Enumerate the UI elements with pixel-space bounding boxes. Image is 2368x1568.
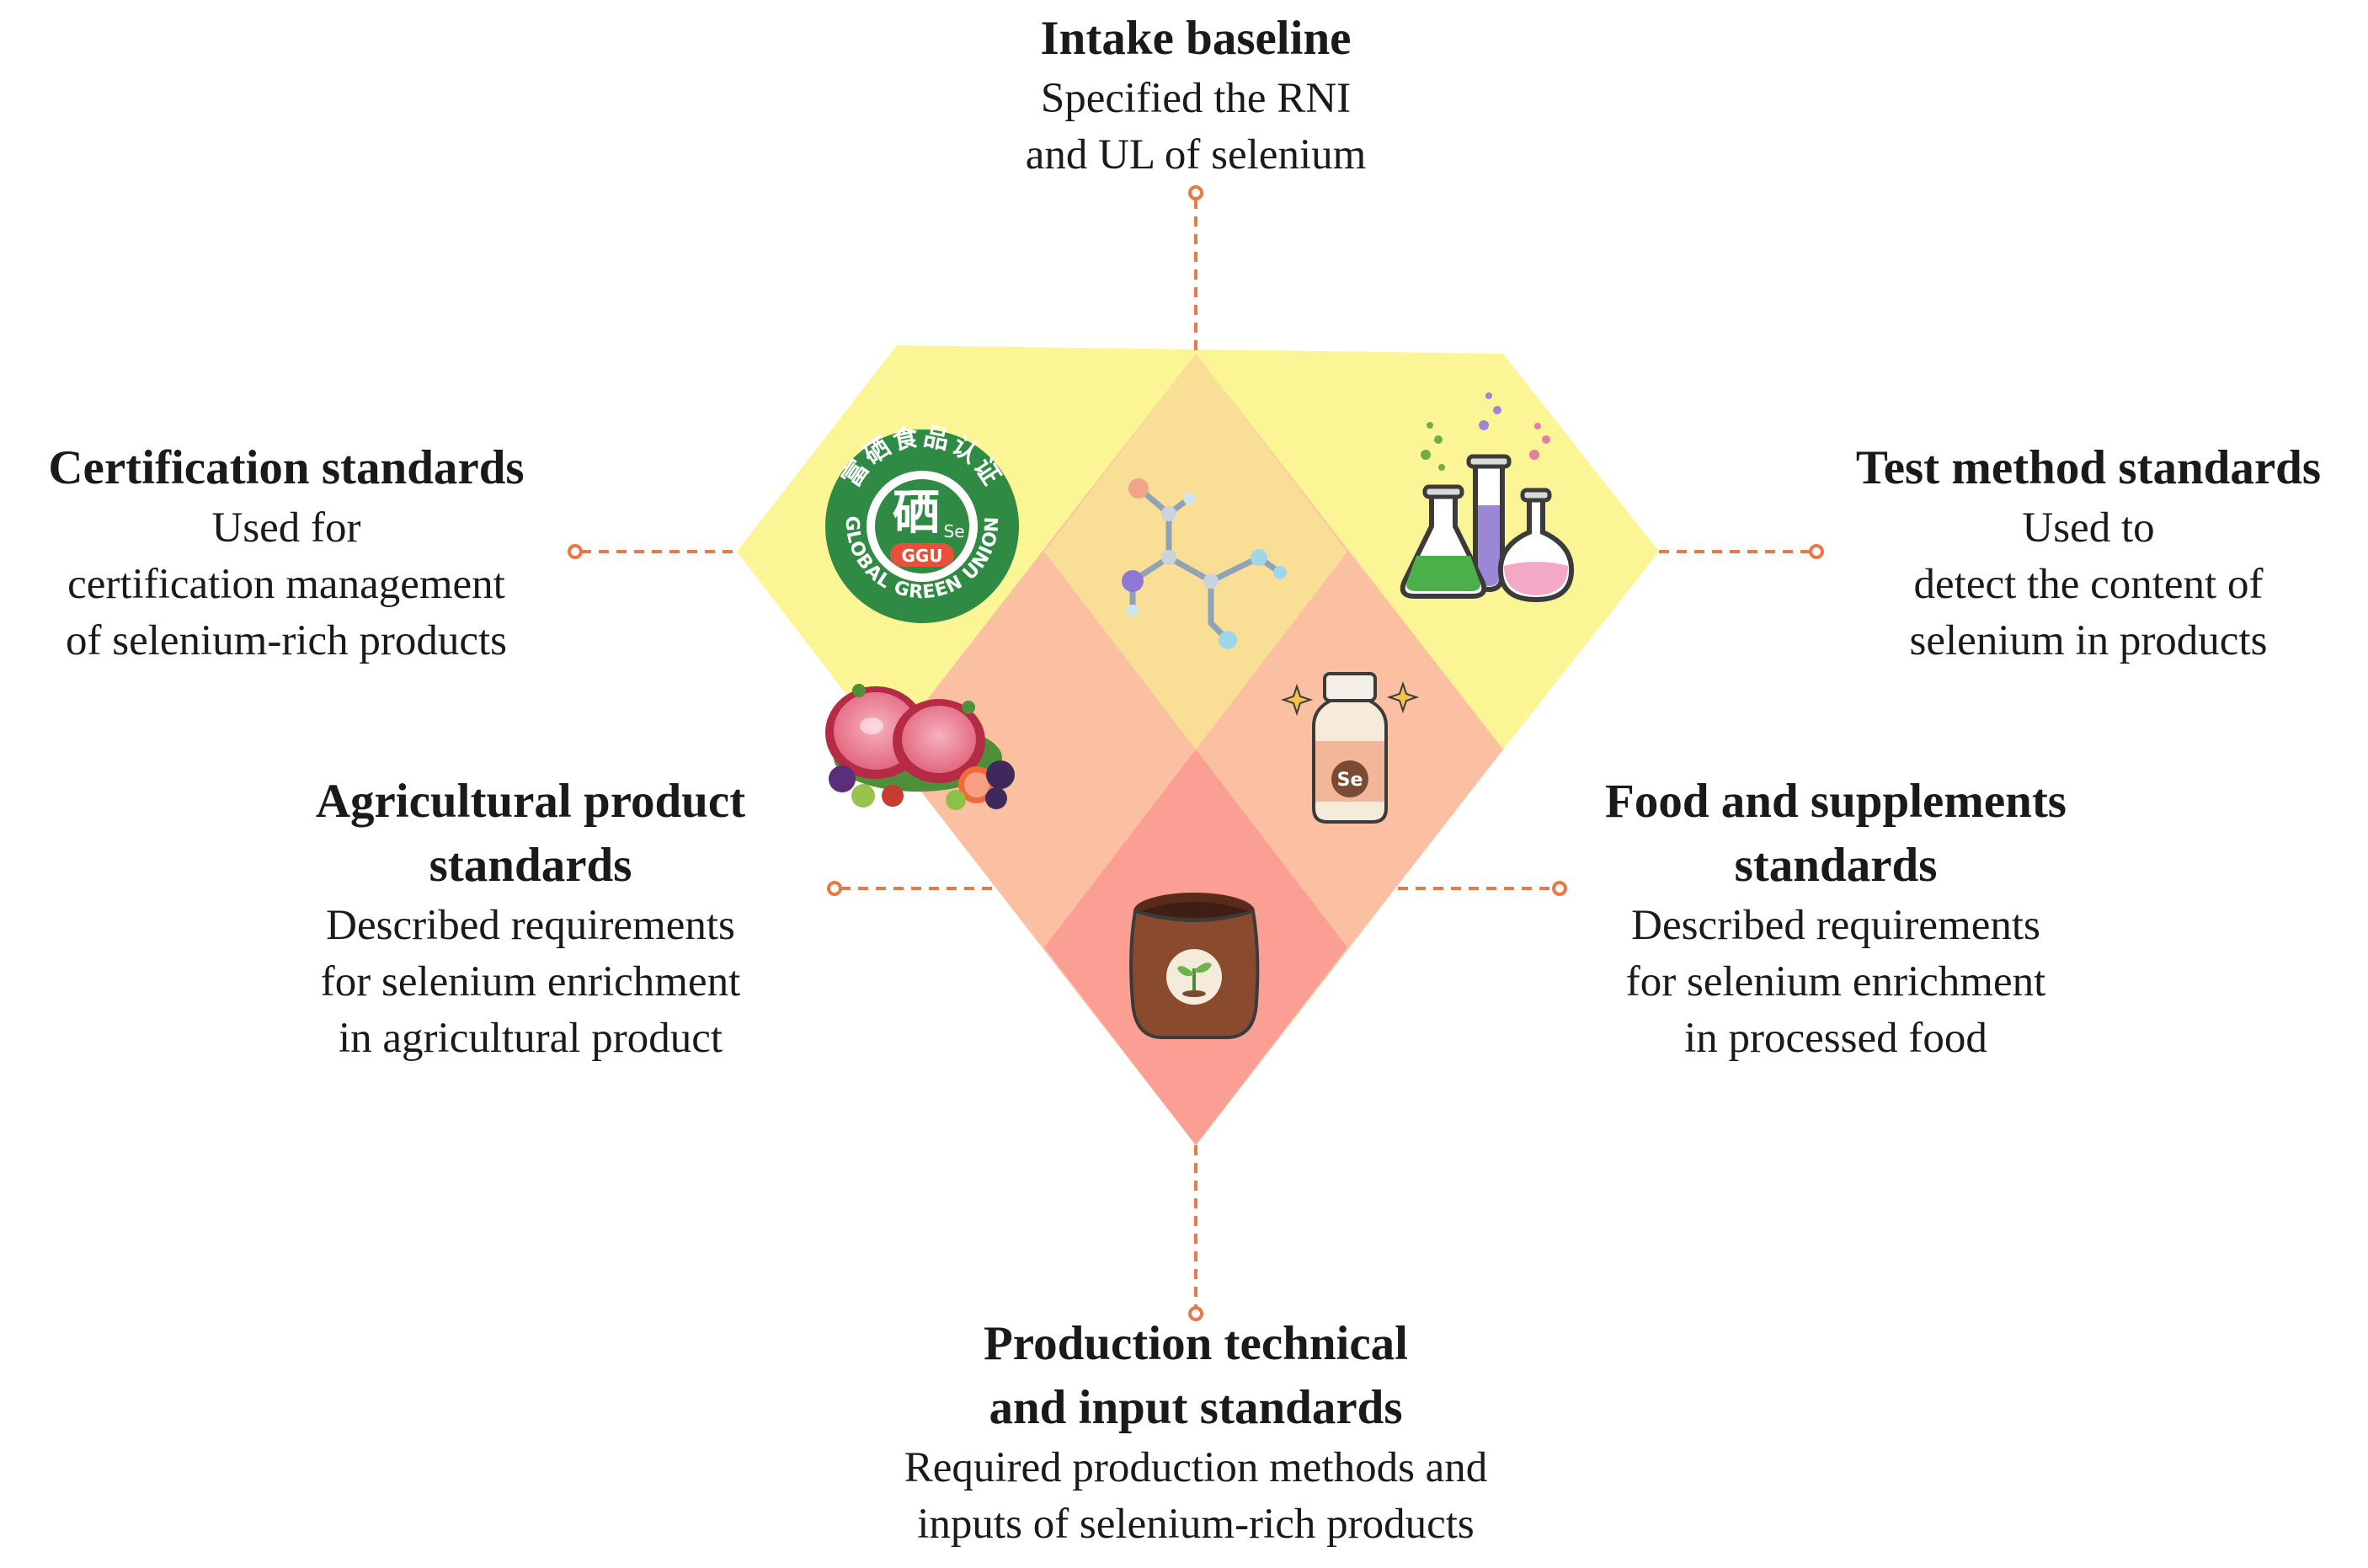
endpoint-left-upper <box>568 544 583 559</box>
soil-sack-icon <box>1129 893 1260 1039</box>
endpoint-left-lower <box>827 881 842 896</box>
certification-title: Certification standards <box>48 441 525 494</box>
lab-flasks-icon <box>1400 392 1575 603</box>
endpoint-top <box>1188 185 1203 200</box>
diamond-top-tan <box>1044 354 1347 749</box>
endpoint-right-upper <box>1809 544 1824 559</box>
molecule-icon <box>1122 478 1287 649</box>
intake-title: Intake baseline <box>1040 12 1352 65</box>
badge-center-char: 硒 <box>893 486 940 541</box>
bottle-label: Se <box>1337 770 1363 791</box>
certification-badge-icon: 富硒食品认证 GLOBAL GREEN UNION 硒 Se GGU <box>825 422 1019 623</box>
connector-endpoints <box>568 185 1824 1321</box>
test-method-title: Test method standards <box>1855 441 2322 494</box>
meat-produce-icon <box>825 684 1015 810</box>
endpoint-right-lower <box>1552 881 1567 896</box>
endpoint-bottom <box>1188 1306 1203 1321</box>
connectors <box>581 199 1811 1307</box>
badge-center-sub: Se <box>944 521 965 541</box>
supplement-bottle-icon: Se <box>1280 672 1420 824</box>
badge-ribbon-text: GGU <box>901 546 942 566</box>
